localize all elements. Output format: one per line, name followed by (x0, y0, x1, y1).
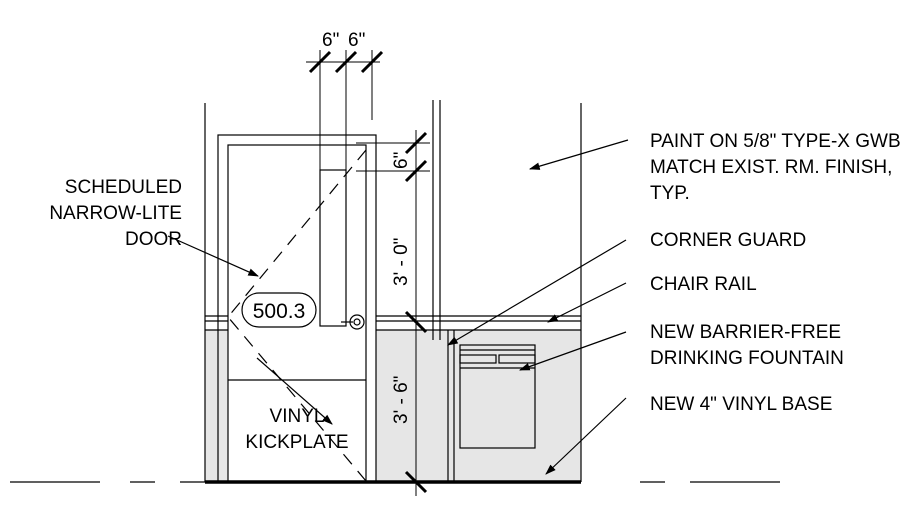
callout-base: NEW 4" VINYL BASE (650, 394, 832, 415)
callout-corner-guard: CORNER GUARD (650, 230, 806, 251)
dimension-top (306, 50, 384, 175)
callout-paint-2: MATCH EXIST. RM. FINISH, (650, 157, 892, 178)
leader-chair-rail (547, 282, 627, 323)
dimension-vertical (356, 130, 430, 496)
wall-edges (204, 100, 582, 482)
callout-door-3: DOOR (125, 229, 182, 250)
callout-door-1: SCHEDULED (65, 177, 182, 198)
dim-top-right: 6" (348, 30, 365, 51)
door (217, 134, 377, 483)
callout-fountain-1: NEW BARRIER-FREE (650, 322, 841, 343)
door-leaf (227, 144, 367, 483)
narrow-lite (319, 169, 347, 327)
leaders (167, 139, 629, 475)
dim-top-left: 6" (322, 30, 339, 51)
door-tag: 500.3 (253, 300, 306, 323)
callout-chair-rail: CHAIR RAIL (650, 274, 757, 295)
leader-corner-guard (447, 239, 627, 346)
callout-paint-3: TYP. (650, 183, 690, 204)
corner-guard (447, 330, 455, 482)
leader-fountain (518, 331, 627, 371)
callout-paint-1: PAINT ON 5/8" TYPE-X GWB (650, 131, 901, 152)
callout-kickplate-2: KICKPLATE (245, 432, 348, 453)
leader-door (167, 235, 259, 277)
callout-fountain-2: DRINKING FOUNTAIN (650, 348, 844, 369)
dim-right-lower: 3' - 6" (391, 376, 412, 424)
drinking-fountain (459, 344, 536, 449)
door-swing-dashes (227, 149, 367, 482)
dim-right-small: 6" (391, 152, 412, 169)
leader-paint (528, 139, 629, 170)
callout-kickplate-1: VINYL (270, 406, 325, 427)
dim-right-upper: 3' - 0" (391, 238, 412, 286)
wainscot-shading-left (205, 330, 228, 482)
leader-kickplate (256, 357, 333, 425)
callout-door-2: NARROW-LITE (49, 203, 182, 224)
lever-rose (349, 314, 365, 330)
door-tag-bubble (241, 292, 317, 328)
leader-base (545, 397, 627, 475)
